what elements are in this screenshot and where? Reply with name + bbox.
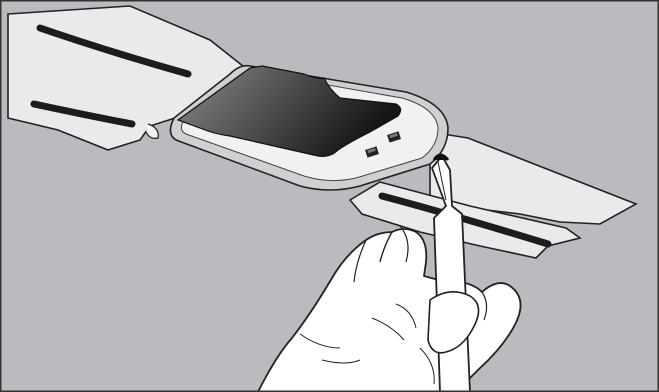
illustration-canvas [0, 0, 659, 392]
illustration-stage [0, 0, 659, 392]
